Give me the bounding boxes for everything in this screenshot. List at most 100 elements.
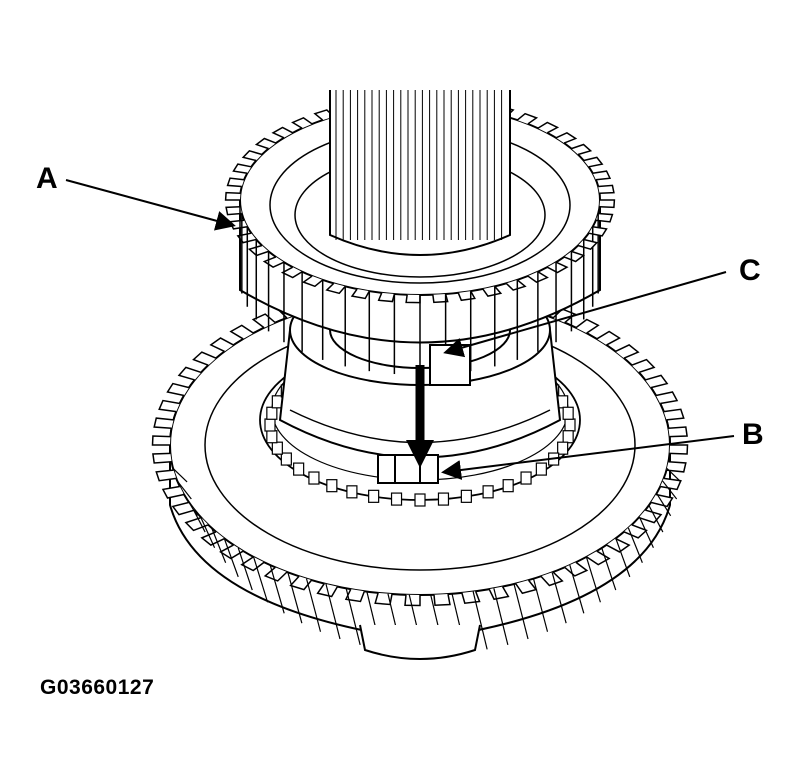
helix-line [532, 578, 549, 632]
gear-tooth [669, 444, 689, 455]
sync-tooth [562, 406, 574, 420]
gear-tooth [537, 121, 560, 134]
gear-tooth [432, 293, 449, 304]
helix-line [176, 480, 192, 500]
helix-line [615, 538, 631, 578]
gear-tooth [540, 571, 564, 587]
gear-tooth [404, 594, 421, 607]
gear-tooth [158, 399, 180, 413]
gear-tooth [663, 408, 685, 421]
sync-tooth [346, 485, 358, 499]
gear-tooth [433, 593, 451, 607]
sync-tooth [266, 430, 278, 444]
gear-tooth [325, 282, 346, 295]
sync-tooth [520, 471, 532, 485]
gear-tooth [271, 126, 294, 139]
gear-tooth [226, 177, 245, 188]
gear-tooth [505, 279, 527, 291]
gear-tooth [224, 191, 241, 201]
gear-tooth [655, 391, 679, 405]
gear-tooth [251, 313, 276, 329]
helix-line [585, 556, 601, 603]
lower-hub [359, 624, 481, 660]
gear-tooth [263, 566, 288, 582]
gear-tooth [515, 579, 538, 595]
gear-tooth [615, 344, 640, 359]
gear-tooth [377, 292, 396, 303]
gear-tooth [575, 318, 600, 334]
gear-tooth [516, 112, 539, 125]
gear-tooth [155, 469, 177, 482]
sync-tooth [390, 492, 403, 506]
sync-tooth [264, 418, 276, 432]
sync-tooth [564, 418, 576, 432]
helix-line [551, 572, 567, 624]
helix-line [666, 468, 682, 483]
helix-line [601, 547, 617, 591]
sync-tooth [437, 492, 450, 506]
helix-line [190, 505, 206, 533]
sync-tooth [271, 441, 283, 455]
leader-line-b [441, 435, 735, 480]
callout-a: A [36, 162, 58, 195]
helix-line [472, 591, 488, 650]
sync-tooth [557, 441, 569, 455]
helix-line [223, 538, 239, 578]
helix-line [648, 505, 664, 533]
leader-line-a [65, 179, 236, 231]
gear-tooth [209, 337, 234, 353]
gear-tooth [563, 250, 586, 263]
gear-tooth [192, 351, 217, 366]
sync-tooth [535, 462, 547, 476]
gear-tooth [586, 550, 611, 566]
gear-tooth [631, 358, 656, 374]
gear-tooth [280, 266, 303, 279]
gear-tooth [546, 261, 569, 274]
gear-tooth [232, 163, 252, 174]
gear-tooth [166, 382, 190, 397]
sync-tooth [266, 406, 278, 420]
helix-line [305, 578, 322, 632]
gear-tooth [555, 131, 578, 144]
helix-line [237, 547, 253, 591]
gear-tooth [598, 184, 615, 194]
gear-tooth [153, 417, 174, 429]
gear-tooth [291, 117, 313, 129]
gear-tooth [344, 588, 366, 603]
gear-tooth [241, 149, 263, 162]
gear-tooth [171, 501, 195, 516]
helix-line [569, 564, 585, 614]
helix-line [269, 564, 285, 614]
helix-line [325, 583, 341, 640]
helix-line [662, 480, 678, 500]
callout-b: B [742, 418, 764, 451]
gear-tooth [457, 290, 476, 302]
gear-tooth [461, 590, 481, 605]
helix-line [493, 588, 509, 646]
gear-tooth [350, 288, 370, 300]
helix-line [172, 468, 188, 483]
helix-line [287, 572, 303, 624]
figure-code: G03660127 [40, 676, 155, 699]
gear-tooth [229, 324, 254, 340]
helix-line [253, 556, 269, 603]
helix-line [200, 516, 216, 549]
splined-shaft [329, 90, 511, 256]
sync-tooth [368, 489, 380, 503]
down-arrow [406, 365, 434, 468]
gear-tooth [571, 143, 593, 156]
helix-line [345, 588, 361, 646]
gear-tooth [254, 137, 277, 150]
leader-line-c [443, 271, 727, 358]
sync-tooth [460, 489, 472, 503]
gear-tooth [161, 485, 185, 499]
helix-line [627, 527, 643, 563]
helix-line [638, 516, 654, 549]
helix-line [211, 527, 227, 563]
gear-tooth [374, 592, 393, 606]
sync-tooth [280, 452, 292, 466]
gear-tooth [660, 477, 682, 491]
gear-tooth [583, 156, 604, 168]
gear-tooth [301, 275, 324, 288]
